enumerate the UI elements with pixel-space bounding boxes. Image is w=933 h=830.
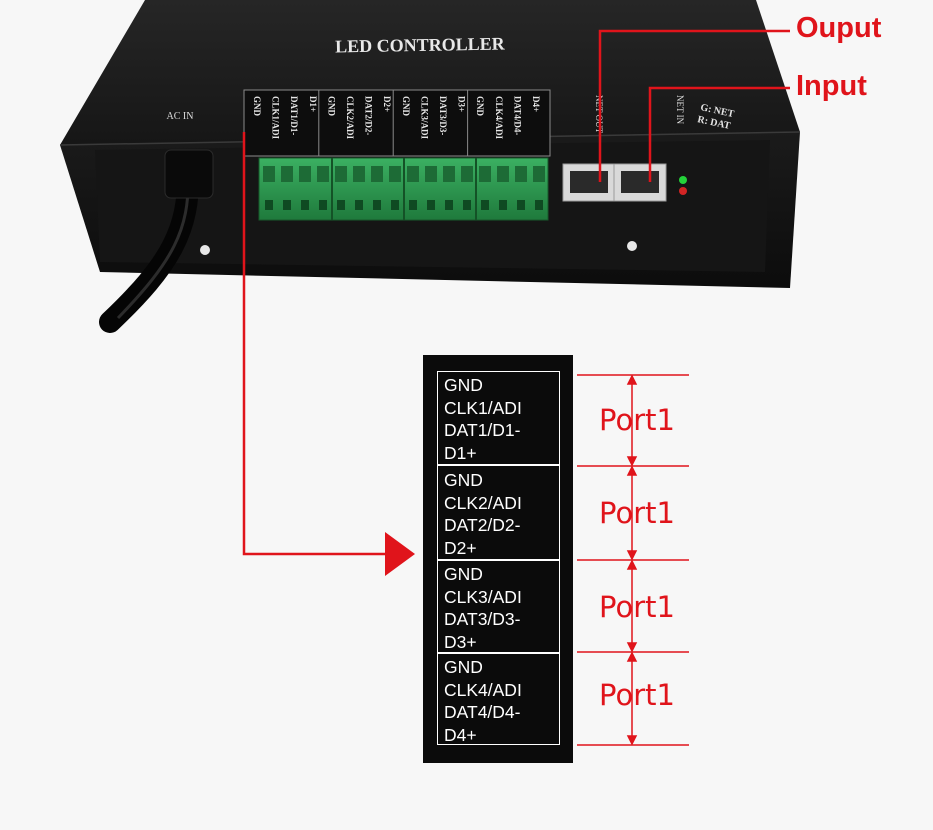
pin-dat: DAT4/D4- bbox=[444, 702, 521, 722]
input-callout-line bbox=[648, 86, 790, 182]
bracket-arrow-down bbox=[626, 642, 638, 653]
pinout-leader bbox=[242, 132, 415, 576]
port-brackets bbox=[577, 374, 689, 746]
mount-hole-right bbox=[627, 241, 637, 251]
bracket-arrow-down bbox=[626, 456, 638, 467]
device-name-label: LED CONTROLLER bbox=[335, 34, 506, 57]
pin-dat: DAT1/D1- bbox=[444, 420, 521, 440]
pinout-group-4: GND CLK4/ADI DAT4/D4- D4+ bbox=[437, 653, 560, 745]
terminal-label: GND bbox=[252, 96, 262, 117]
terminal-label: DAT2/D2- bbox=[364, 96, 374, 135]
dat-status-led bbox=[679, 187, 687, 195]
pin-gnd: GND bbox=[444, 375, 483, 395]
terminal-label: D2+ bbox=[382, 96, 392, 112]
leader-arrowhead bbox=[385, 532, 415, 576]
leader-line bbox=[242, 132, 392, 556]
net-status-led bbox=[679, 176, 687, 184]
pinout-group-3: GND CLK3/ADI DAT3/D3- D3+ bbox=[437, 560, 560, 653]
pin-clk: CLK2/ADI bbox=[444, 492, 522, 513]
port-label-1: Port1 bbox=[599, 403, 675, 437]
bracket-arrow-up bbox=[626, 651, 638, 662]
port-label-2: Port1 bbox=[599, 496, 675, 530]
terminal-label: GND bbox=[475, 96, 485, 117]
terminal-label: GND bbox=[401, 96, 411, 117]
bracket-arrow-up bbox=[626, 374, 638, 385]
pin-dat: DAT2/D2- bbox=[444, 515, 521, 535]
terminal-label: CLK1/ADI bbox=[271, 96, 281, 140]
pin-d-plus: D4+ bbox=[444, 724, 477, 745]
rj45-jacks bbox=[562, 163, 667, 202]
pinout-group-2: GND CLK2/ADI DAT2/D2- D2+ bbox=[437, 465, 560, 560]
input-callout: Input bbox=[796, 70, 867, 102]
terminal-label: CLK4/ADI bbox=[494, 96, 504, 140]
terminal-label: DAT3/D3- bbox=[438, 96, 448, 135]
pin-clk: CLK1/ADI bbox=[444, 397, 522, 418]
ac-in-label: AC IN bbox=[167, 111, 194, 122]
bracket-arrow-down bbox=[626, 735, 638, 746]
led-controller-device: LED CONTROLLER AC IN GND CLK1/ADI DAT1/D1-… bbox=[59, 0, 801, 333]
power-cable bbox=[99, 149, 214, 333]
output-callout: Ouput bbox=[796, 12, 882, 44]
mount-hole-left bbox=[200, 245, 210, 255]
terminal-label: DAT1/D1- bbox=[289, 96, 299, 135]
pin-d-plus: D2+ bbox=[444, 537, 477, 558]
pin-gnd: GND bbox=[444, 564, 483, 584]
pin-d-plus: D1+ bbox=[444, 442, 477, 463]
terminal-blocks bbox=[258, 157, 549, 221]
pin-clk: CLK3/ADI bbox=[444, 586, 522, 607]
pin-d-plus: D3+ bbox=[444, 631, 477, 652]
terminal-label: GND bbox=[326, 96, 336, 117]
port-label-3: Port1 bbox=[599, 590, 675, 624]
terminal-label: CLK3/ADI bbox=[419, 96, 429, 140]
terminal-label: CLK2/ADI bbox=[345, 96, 355, 140]
pin-gnd: GND bbox=[444, 470, 483, 490]
terminal-label-strip: GND CLK1/ADI DAT1/D1- D1+ GND CLK2/ADI DAT2/D2… bbox=[243, 89, 551, 157]
pin-clk: CLK4/ADI bbox=[444, 679, 522, 700]
bracket-arrow-up bbox=[626, 559, 638, 570]
bracket-arrow-down bbox=[626, 550, 638, 561]
output-callout-line bbox=[598, 29, 790, 182]
network-callouts bbox=[598, 29, 790, 182]
terminal-label: D3+ bbox=[457, 96, 467, 112]
terminal-label: D4+ bbox=[531, 96, 541, 112]
bracket-arrow-up bbox=[626, 465, 638, 476]
port-label-4: Port1 bbox=[599, 678, 675, 712]
terminal-label: DAT4/D4- bbox=[512, 96, 522, 135]
pinout-group-1: GND CLK1/ADI DAT1/D1- D1+ bbox=[437, 371, 560, 465]
terminal-label: D1+ bbox=[308, 96, 318, 112]
pin-dat: DAT3/D3- bbox=[444, 609, 521, 629]
net-in-label: NET IN bbox=[675, 95, 685, 125]
pin-gnd: GND bbox=[444, 657, 483, 677]
